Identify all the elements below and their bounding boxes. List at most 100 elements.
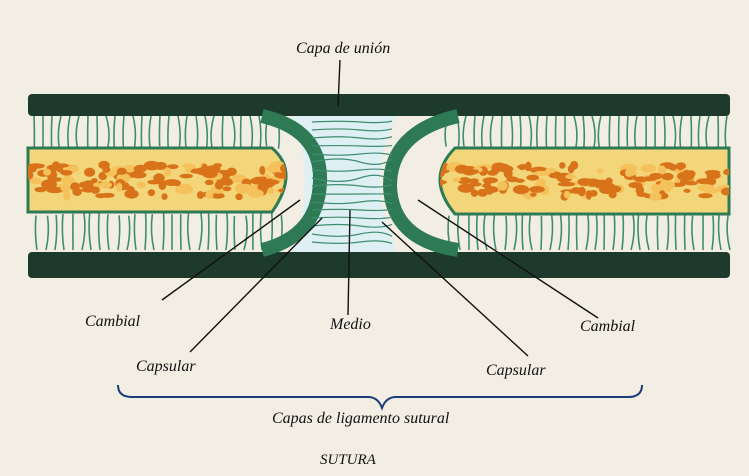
fiber-strand xyxy=(631,214,634,250)
marrow-cell xyxy=(641,164,656,173)
fiber-strand xyxy=(133,116,135,147)
marrow-cell xyxy=(48,175,54,182)
marrow-cell xyxy=(506,176,518,182)
marrow-cell xyxy=(483,177,498,183)
fiber-strand xyxy=(208,213,209,250)
marrow-cell xyxy=(677,171,694,180)
marrow-cell xyxy=(609,191,617,199)
fiber-strand xyxy=(244,216,247,250)
marrow-cell xyxy=(153,173,165,183)
marrow-cell xyxy=(263,179,279,185)
marrow-cell xyxy=(568,165,574,174)
fiber-strand xyxy=(199,213,202,250)
fiber-strand xyxy=(118,215,120,250)
marrow-cell xyxy=(685,181,698,185)
marrow-cell xyxy=(60,170,72,176)
fiber-strand xyxy=(673,116,676,147)
fiber-strand xyxy=(216,215,217,250)
label-capsular-left: Capsular xyxy=(136,358,196,376)
fiber-strand xyxy=(627,116,628,146)
marrow-cell xyxy=(175,185,193,194)
marrow-cell xyxy=(236,184,253,194)
marrow-cell xyxy=(164,179,181,186)
marrow-cell xyxy=(52,161,60,170)
fiber-strand xyxy=(76,116,79,147)
fiber-strand xyxy=(559,216,561,250)
fiber-strand xyxy=(595,213,597,250)
marrow-cell xyxy=(43,169,51,176)
fiber-strand xyxy=(123,116,124,147)
marrow-cell xyxy=(558,182,575,187)
fiber-strand xyxy=(529,116,531,146)
fiber-strand xyxy=(586,213,589,250)
marrow-cell xyxy=(426,177,436,184)
fiber-strand xyxy=(664,116,665,147)
fiber-strand xyxy=(188,213,190,250)
fiber-strand xyxy=(568,212,569,250)
marrow-cell xyxy=(703,188,718,194)
marrow-cell xyxy=(64,192,71,201)
marrow-cell xyxy=(651,184,662,192)
fiber-strand xyxy=(505,216,507,250)
fiber-strand xyxy=(574,116,577,148)
marrow-cell xyxy=(577,178,592,186)
fiber-strand xyxy=(490,116,493,148)
marrow-cell xyxy=(197,191,204,199)
fiber-strand xyxy=(222,116,223,147)
marrow-cell xyxy=(684,189,691,193)
marrow-cell xyxy=(287,161,294,169)
label-medio: Medio xyxy=(330,316,371,334)
fiber-strand xyxy=(62,214,64,250)
marrow-cell xyxy=(662,173,674,180)
marrow-cell xyxy=(288,169,295,178)
label-sutura: SUTURA xyxy=(320,452,376,469)
label-capa-de-union: Capa de unión xyxy=(296,40,390,58)
marrow-cell xyxy=(24,171,34,180)
fiber-strand xyxy=(546,116,547,148)
marrow-cell xyxy=(513,185,529,194)
marrow-cell xyxy=(137,182,146,189)
marrow-cell xyxy=(28,163,45,168)
fiber-strand xyxy=(145,213,146,250)
fiber-strand xyxy=(99,213,100,250)
marrow-cell xyxy=(497,181,508,191)
fiber-strand xyxy=(609,116,610,149)
marrow-cell xyxy=(117,168,127,175)
marrow-cell xyxy=(642,176,657,181)
marrow-cell xyxy=(594,180,610,189)
fiber-strand xyxy=(234,216,235,250)
marrow-cell xyxy=(286,182,295,187)
marrow-cell xyxy=(578,187,586,197)
marrow-cell xyxy=(696,178,711,184)
marrow-cell xyxy=(185,164,192,173)
marrow-cell xyxy=(164,168,171,177)
marrow-cell xyxy=(467,169,479,174)
fiber-strand xyxy=(646,215,649,250)
marrow-cell xyxy=(235,193,242,200)
fiber-strand xyxy=(134,214,136,250)
marrow-cell xyxy=(79,182,86,188)
marrow-cell xyxy=(267,187,274,194)
fiber-strand xyxy=(712,216,714,250)
marrow-cell xyxy=(144,161,160,170)
marrow-cell xyxy=(60,187,70,191)
fiber-strand xyxy=(89,212,91,250)
fiber-strand xyxy=(511,116,512,148)
fiber-strand xyxy=(114,116,115,148)
fiber-strand xyxy=(205,116,207,150)
fiber-strand xyxy=(82,212,85,250)
fiber-strand xyxy=(622,212,623,250)
marrow-cell xyxy=(650,192,662,201)
marrow-cell xyxy=(91,178,98,183)
marrow-cell xyxy=(533,171,550,176)
fiber-strand xyxy=(474,116,475,146)
marrow-cell xyxy=(84,168,95,177)
fiber-strand xyxy=(149,116,151,147)
fiber-strand xyxy=(680,116,682,149)
fiber-strand xyxy=(529,216,532,250)
marrow-cell xyxy=(677,165,683,171)
marrow-cell xyxy=(455,165,469,174)
fiber-strand xyxy=(178,116,180,148)
fiber-strand xyxy=(463,116,466,148)
